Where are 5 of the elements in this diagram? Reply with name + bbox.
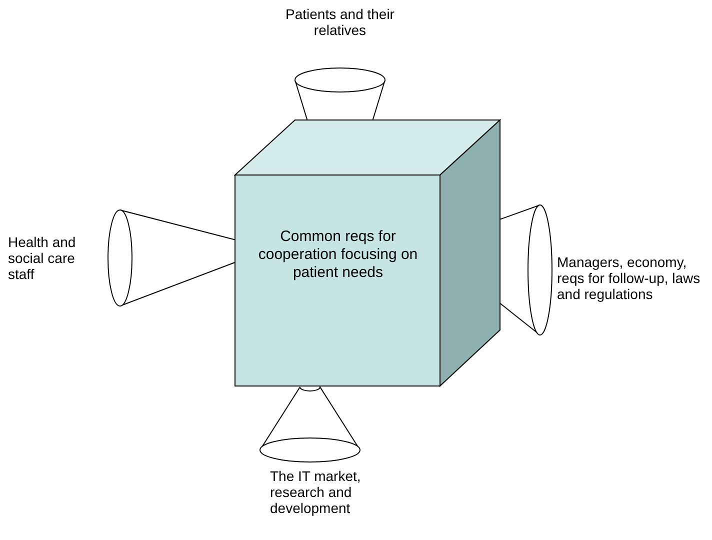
funnel-label: Managers, economy, reqs for follow-up, laws and regulations xyxy=(557,254,702,302)
funnel-label: The IT market, research and development xyxy=(270,468,362,516)
cube-label: Common reqs for cooperation focusing on patient needs xyxy=(257,228,419,282)
funnel-label: Patients and their relatives xyxy=(284,6,396,38)
funnel-label: Health and social care staff xyxy=(8,234,77,282)
